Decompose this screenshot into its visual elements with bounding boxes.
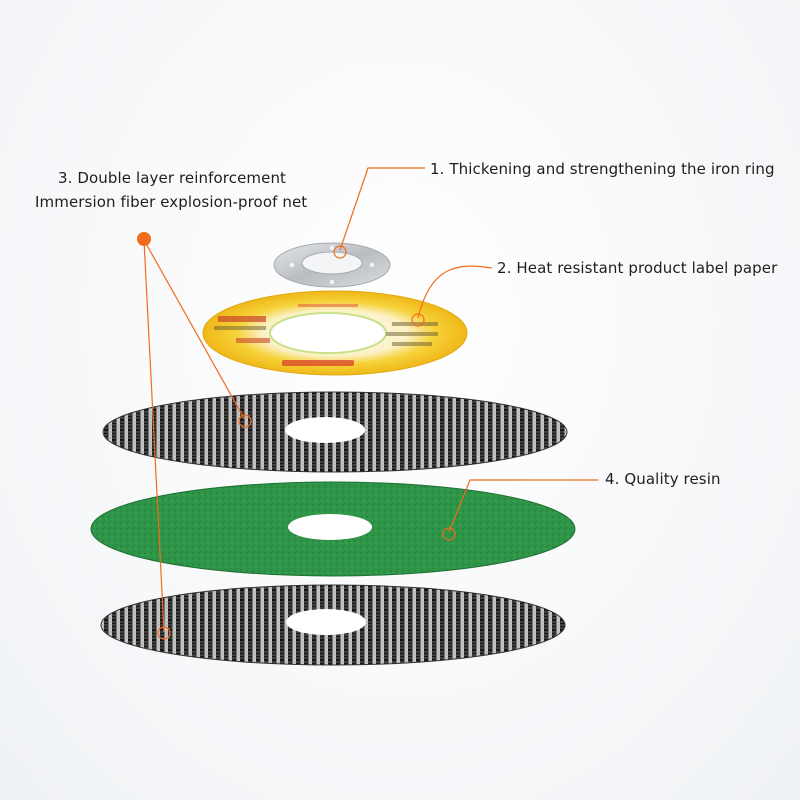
leader-line-3a (143, 239, 246, 421)
leader-line-2 (417, 265, 493, 319)
resin-disc (90, 481, 576, 577)
label-label-paper: 2. Heat resistant product label paper (497, 259, 778, 277)
top-mesh-disc (102, 391, 568, 473)
leader-marker-2 (411, 313, 425, 327)
label-paper (202, 290, 468, 376)
label-quality-resin: 4. Quality resin (605, 470, 721, 488)
callout-3-dot (137, 232, 151, 246)
leader-line-3b (143, 239, 165, 633)
leader-marker-4 (442, 527, 456, 541)
label-reinforcement-line2: Immersion fiber explosion-proof net (35, 193, 308, 211)
leader-marker-3a (238, 414, 252, 428)
leader-line-4 (448, 479, 598, 533)
bottom-mesh-disc (100, 584, 566, 666)
iron-ring (273, 242, 391, 288)
leader-marker-3b (157, 626, 171, 640)
leader-lines (143, 167, 598, 640)
label-iron-ring: 1. Thickening and strengthening the iron… (430, 160, 775, 178)
leader-line-1 (339, 167, 425, 251)
label-reinforcement-line1: 3. Double layer reinforcement (58, 169, 287, 187)
leader-marker-1 (333, 245, 347, 259)
